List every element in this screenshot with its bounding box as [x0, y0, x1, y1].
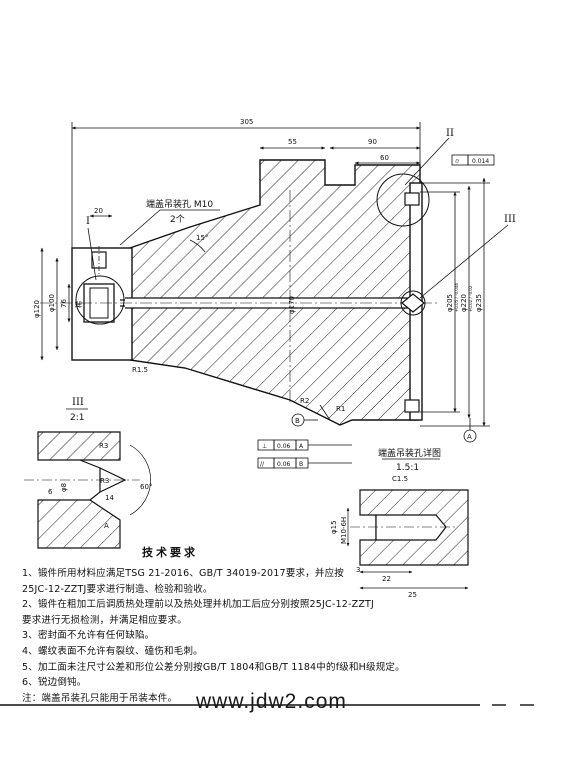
notes-title: 技术要求 — [142, 546, 198, 559]
note-line: 2、锻件在粗加工后调质热处理前以及热处理并机加工后应分别按照25JC-12-ZZ… — [22, 599, 375, 611]
detail-circle-II — [376, 173, 430, 227]
detail-6: 6 — [48, 488, 53, 496]
lift-title: 端盖吊装孔详图 — [378, 447, 441, 459]
dim-235: φ235 — [475, 294, 483, 312]
dim-55: 55 — [288, 138, 297, 146]
view-labels: I II III 端盖吊装孔 M10 2个 A B — [86, 128, 516, 441]
lift-25: 25 — [408, 591, 417, 599]
main-section-view — [40, 159, 440, 426]
tol-par-symbol: // — [260, 461, 265, 468]
dim-76: 76 — [60, 299, 68, 308]
mark-II: II — [446, 128, 454, 139]
mark-III: III — [504, 214, 516, 225]
dim-15: 15° — [196, 234, 208, 242]
dim-deep: 稀 — [74, 301, 83, 308]
lifting-detail-view: 端盖吊装孔详图 1.5:1 — [346, 447, 469, 590]
detail-circle-I — [75, 275, 125, 325]
lift-22: 22 — [382, 575, 391, 583]
dim-205: φ205 — [446, 294, 454, 312]
detail-III-view: III 2:1 — [24, 397, 151, 549]
tolerance-frames: ⌭ 0.014 ⊥ 0.06 A // 0.06 B — [257, 154, 495, 469]
datum-B: B — [295, 417, 300, 425]
dim-90: 90 — [368, 138, 377, 146]
dim-220-tol: +0.02 / -0.02 — [468, 285, 473, 312]
lift-3: 3 — [356, 566, 360, 574]
note-line: 3、密封面不允许有任何缺陷。 — [22, 630, 155, 642]
note-line: 1、锻件所用材料应满足TSG 21-2016、GB/T 34019-2017要求… — [22, 568, 344, 579]
dim-overall: 305 — [240, 118, 253, 126]
lift-c15: C1.5 — [392, 475, 408, 483]
tol-par-value: 0.06 — [277, 461, 291, 468]
dimensions — [40, 122, 509, 443]
note-line: 要求进行无损检测，并满足相应要求。 — [22, 614, 187, 626]
note-line: 4、螺纹表面不允许有裂纹、磕伤和毛刺。 — [22, 645, 203, 657]
dim-120: φ120 — [33, 300, 41, 318]
tol-top-symbol: ⌭ — [455, 158, 460, 165]
detail-r3a: R3 — [99, 442, 108, 450]
detail-d8: φ8 — [60, 483, 68, 492]
dim-60: 60 — [380, 154, 389, 162]
dim-r2: R2 — [300, 397, 309, 405]
tol-perp-symbol: ⊥ — [262, 443, 267, 450]
lift-d15: φ15 — [330, 520, 338, 534]
lift-thread: M10-6H — [340, 517, 348, 544]
dim-205-tol: +0.05 / -0.046 — [454, 283, 459, 312]
detail-III-title: III — [72, 397, 84, 408]
detail-14: 14 — [105, 494, 114, 502]
lifting-hole-count: 2个 — [170, 214, 185, 225]
dim-220: φ220 — [460, 294, 468, 312]
note-line: 5、加工面未注尺寸公差和形位公差分别按GB/T 1804和GB/T 1184中的… — [22, 661, 405, 673]
dim-20: 20 — [94, 207, 103, 215]
lifting-hole-label: 端盖吊装孔 M10 — [146, 198, 213, 210]
tol-par-datum: B — [299, 461, 303, 468]
dim-100: φ100 — [48, 294, 56, 312]
detail-r3b: R3 — [100, 477, 109, 485]
tol-perp-datum: A — [299, 443, 304, 450]
detail-A: A — [104, 522, 109, 530]
lifting-detail-texts: C1.5 φ15 M10-6H 3 22 25 — [330, 475, 417, 599]
notes-lines: 1、锻件所用材料应满足TSG 21-2016、GB/T 34019-2017要求… — [22, 566, 405, 706]
watermark: www.jdw2.com — [196, 690, 347, 713]
detail-III-scale: 2:1 — [70, 413, 84, 423]
detail-circle-III — [400, 290, 426, 316]
tol-top-value: 0.014 — [472, 158, 489, 165]
note-line: 6、锐边倒钝。 — [22, 677, 87, 689]
lift-scale: 1.5:1 — [396, 463, 419, 473]
dimension-texts: 305 55 90 60 20 15° R1.5 R2 R1 φ120 φ100… — [33, 118, 483, 413]
datum-A: A — [467, 433, 472, 441]
dim-170: φ170 — [288, 296, 296, 314]
tol-perp-value: 0.06 — [277, 443, 291, 450]
note-line: 25JC-12-ZZTJ要求进行制造、检验和验收。 — [22, 583, 213, 595]
mark-I: I — [86, 216, 90, 227]
detail-60: 60° — [140, 483, 152, 491]
dim-r1: R1 — [336, 405, 345, 413]
note-line: 注：端盖吊装孔只能用于吊装本件。 — [22, 692, 178, 704]
detail-III-texts: R3 R3 φ8 6 14 60° A — [48, 442, 152, 530]
dim-r15: R1.5 — [132, 366, 148, 374]
